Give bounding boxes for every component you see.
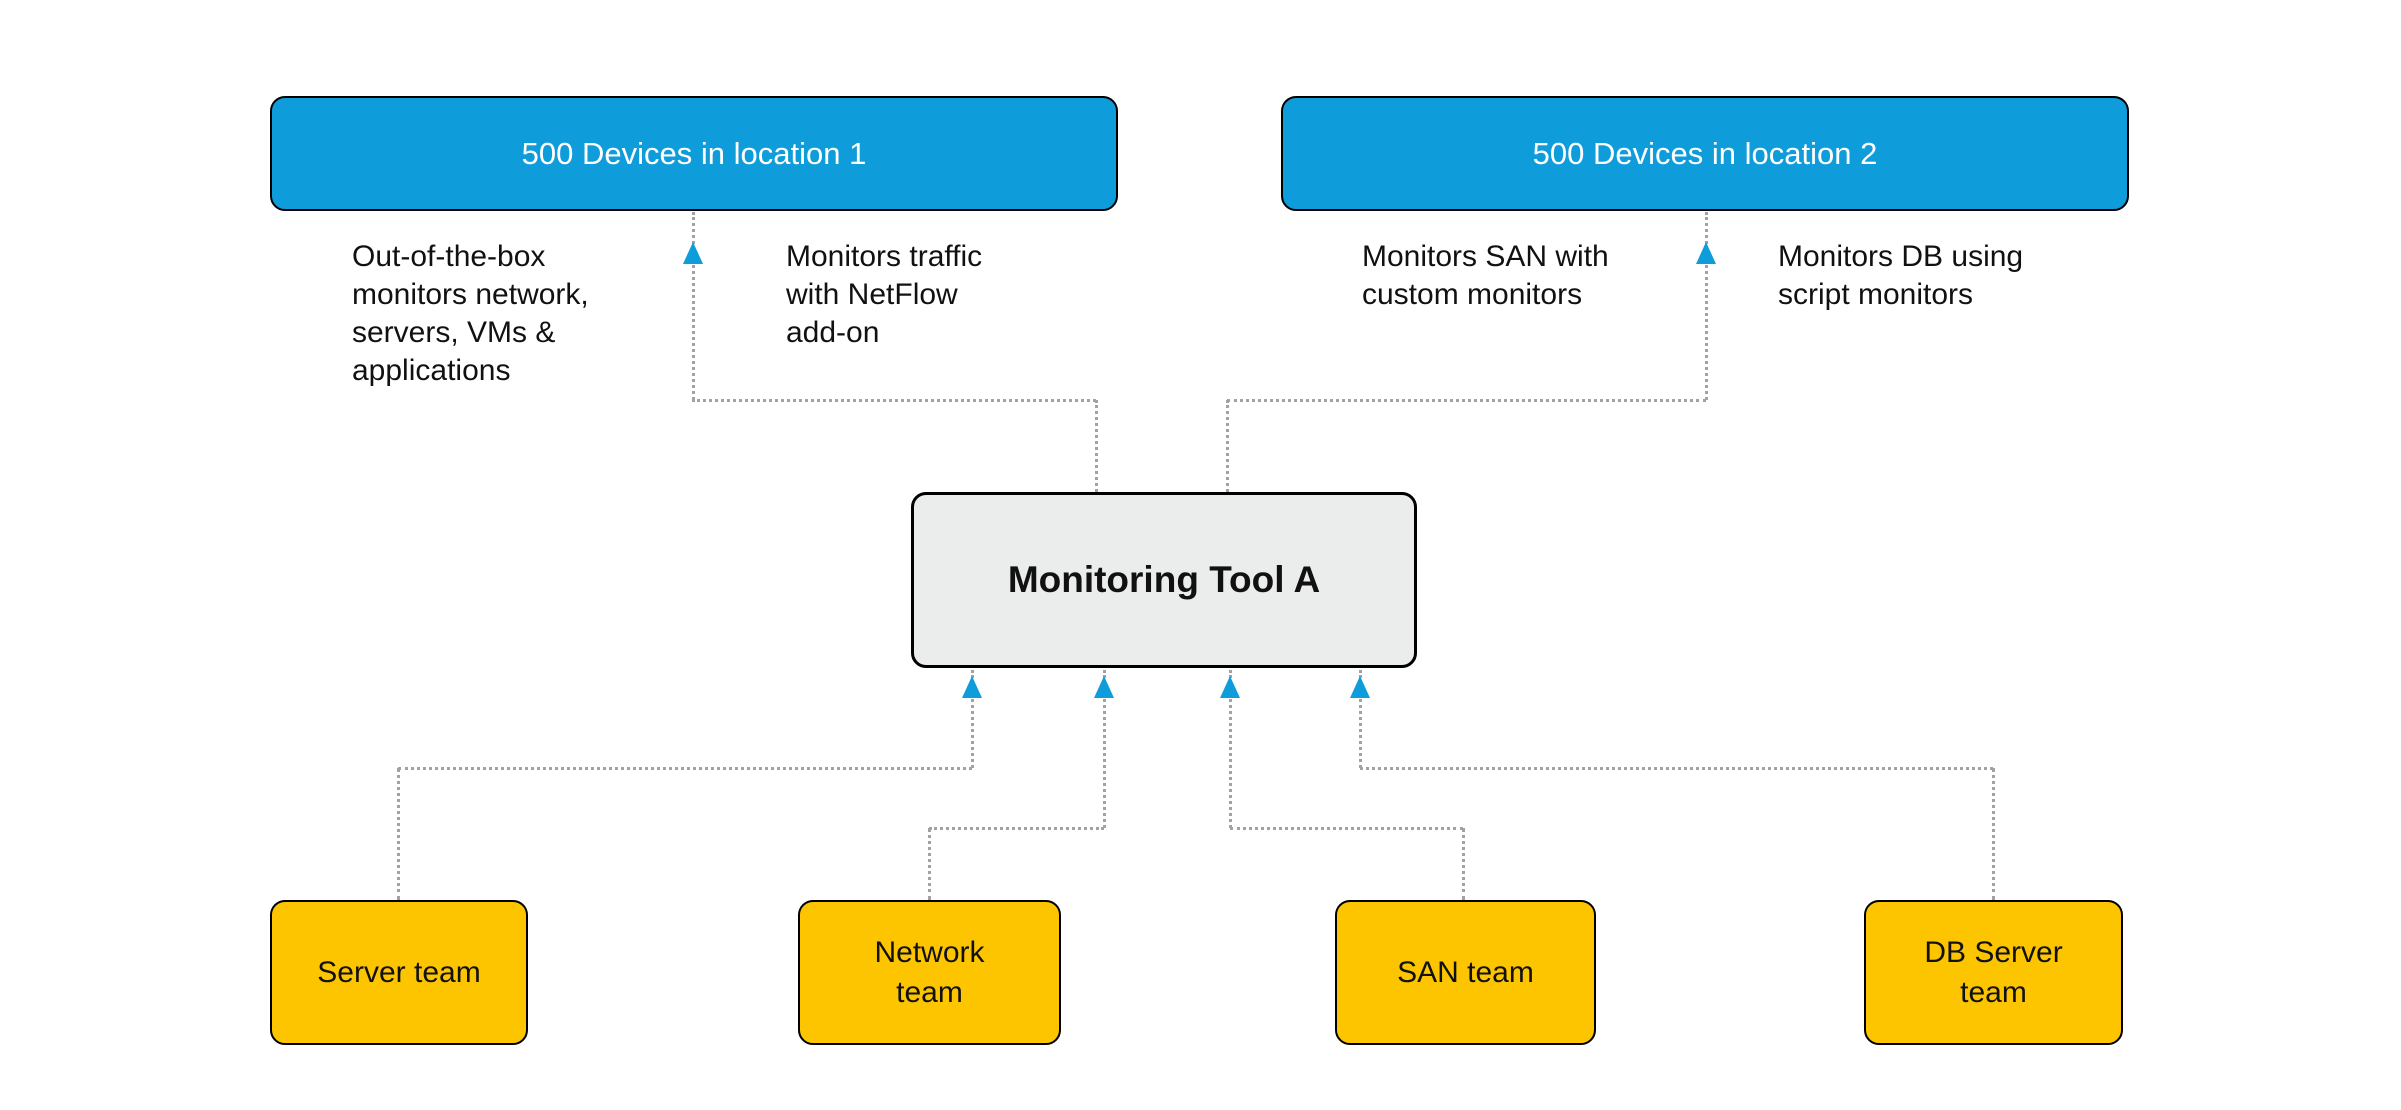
connector-san-team-horizontal: [1230, 826, 1463, 830]
node-server-team-label: Server team: [317, 955, 481, 989]
connector-server-team-horizontal: [398, 766, 972, 770]
connector-monitor-top-left-vertical: [1094, 400, 1098, 492]
node-san-team-label: SAN team: [1397, 955, 1534, 989]
arrow-up-icon-monitor-3: [1220, 676, 1240, 698]
connector-monitor-bottom-4-vertical: [1358, 670, 1362, 768]
node-location-2-label: 500 Devices in location 2: [1532, 135, 1878, 171]
node-server-team: Server team: [270, 900, 528, 1045]
connector-db-team-horizontal: [1360, 766, 1993, 770]
annotation-netflow: Monitors traffic with NetFlow add-on: [786, 240, 983, 349]
connector-server-team-vertical: [396, 768, 400, 900]
node-network-team: Network team: [798, 900, 1061, 1045]
connector-monitor-top-right-vertical: [1225, 400, 1229, 492]
connector-location2-horizontal: [1227, 398, 1706, 402]
connector-network-team-horizontal: [929, 826, 1104, 830]
connector-location1-horizontal: [691, 398, 1096, 402]
arrow-up-icon-location2: [1696, 242, 1716, 264]
connector-monitor-bottom-2-vertical: [1102, 670, 1106, 828]
node-db-server-team: DB Server team: [1864, 900, 2123, 1045]
arrow-up-icon-monitor-4: [1350, 676, 1370, 698]
annotation-san-monitors: Monitors SAN with custom monitors: [1362, 240, 1609, 311]
node-location-1: 500 Devices in location 1: [270, 96, 1118, 211]
arrow-up-icon-monitor-1: [962, 676, 982, 698]
node-location-1-label: 500 Devices in location 1: [521, 135, 867, 171]
connector-monitor-bottom-1-vertical: [970, 670, 974, 768]
node-monitoring-tool-a-label: Monitoring Tool A: [1007, 559, 1321, 600]
arrow-up-icon-location1: [683, 242, 703, 264]
annotation-out-of-the-box: Out-of-the-box monitors network, servers…: [352, 240, 589, 387]
connector-monitor-bottom-3-vertical: [1228, 670, 1232, 828]
node-db-server-team-label: DB Server team: [1924, 935, 2063, 1009]
node-location-2: 500 Devices in location 2: [1281, 96, 2129, 211]
connector-san-team-vertical: [1461, 828, 1465, 900]
node-network-team-label: Network team: [874, 935, 985, 1009]
annotation-db-monitors: Monitors DB using script monitors: [1778, 240, 2024, 311]
connector-network-team-vertical: [927, 828, 931, 900]
node-san-team: SAN team: [1335, 900, 1596, 1045]
node-monitoring-tool-a: Monitoring Tool A: [911, 492, 1417, 668]
connector-location2-vertical: [1704, 212, 1708, 400]
connector-db-team-vertical: [1991, 768, 1995, 900]
arrow-up-icon-monitor-2: [1094, 676, 1114, 698]
connector-location1-vertical: [691, 212, 695, 400]
